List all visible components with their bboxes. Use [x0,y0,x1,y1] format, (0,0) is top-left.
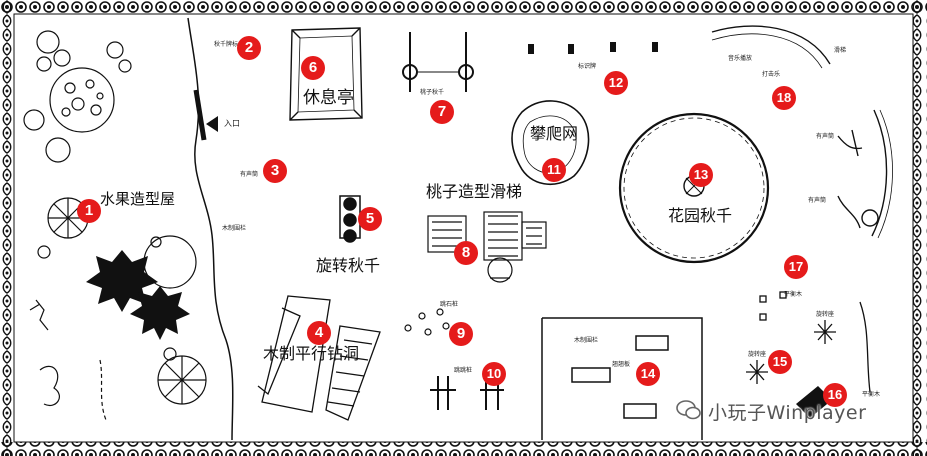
label-climbing: 攀爬网 [530,124,579,143]
watermark: 小玩子Winplayer [708,402,867,424]
fenced-zone [541,317,703,440]
marker-3[interactable]: 3 [263,159,287,183]
label-7: 桃子秋千 [420,89,445,96]
label-peach-slide: 桃子造型滑梯 [426,182,523,201]
rest-pavilion [289,27,363,121]
marker-14[interactable]: 14 [636,362,660,386]
wood-parallel-bars [257,295,381,421]
marker-7[interactable]: 7 [430,100,454,124]
marker-6[interactable]: 6 [301,56,325,80]
marker-13[interactable]: 13 [689,163,713,187]
label-wood-fence: 木制围栏 [222,225,247,232]
label-fruit-house: 水果造型屋 [100,190,176,208]
marker-9[interactable]: 9 [449,322,473,346]
label-14: 翘翘板 [612,361,631,368]
marker-10[interactable]: 10 [482,362,506,386]
garden-swing-ring [618,112,770,264]
label-right-2: 有声筒 [808,197,827,204]
rotating-swing [339,195,361,243]
peach-slide [427,211,547,283]
label-wood-parallel-bars: 木制平行钻洞 [263,344,360,363]
curved-paths [711,25,893,239]
marker-18[interactable]: 18 [772,86,796,110]
label-right-1: 有声筒 [816,133,835,140]
swing-frame [402,32,474,92]
label-12: 标识牌 [578,63,597,70]
label-garden-swing: 花园秋千 [668,206,733,225]
label-15a: 旋转座 [748,351,767,358]
label-15b: 旋转座 [816,311,835,318]
label-fence-2: 木制围栏 [574,337,599,344]
label-2: 秋千牌标 [214,41,239,48]
entrance-arrow-icon [206,116,218,132]
marker-15[interactable]: 15 [768,350,792,374]
marker-4[interactable]: 4 [307,321,331,345]
marker-5[interactable]: 5 [358,207,382,231]
play-items-right [746,291,871,393]
label-rotating-swing: 旋转秋千 [316,256,381,275]
label-18a: 音乐播放 [728,55,753,62]
marker-8[interactable]: 8 [454,241,478,265]
sign-posts [528,42,658,54]
label-10: 跳跳桩 [454,367,473,374]
marker-11[interactable]: 11 [542,158,566,182]
tree-cluster [86,250,190,340]
label-16: 平衡木 [862,391,881,398]
label-18c: 滑梯 [834,47,847,54]
marker-1[interactable]: 1 [77,199,101,223]
label-17: 平衡木 [784,291,803,298]
marker-17[interactable]: 17 [784,255,808,279]
fruit-house-zone [23,30,207,421]
path-divider [187,17,234,441]
label-rest-pavilion: 休息亭 [303,88,354,108]
label-9: 跳石桩 [440,301,459,308]
label-entrance: 入口 [224,119,240,128]
wechat-icon [676,400,701,420]
marker-2[interactable]: 2 [237,36,261,60]
marker-12[interactable]: 12 [604,71,628,95]
marker-16[interactable]: 16 [823,383,847,407]
label-3: 有声筒 [240,171,259,178]
label-18b: 打击乐 [762,71,781,78]
